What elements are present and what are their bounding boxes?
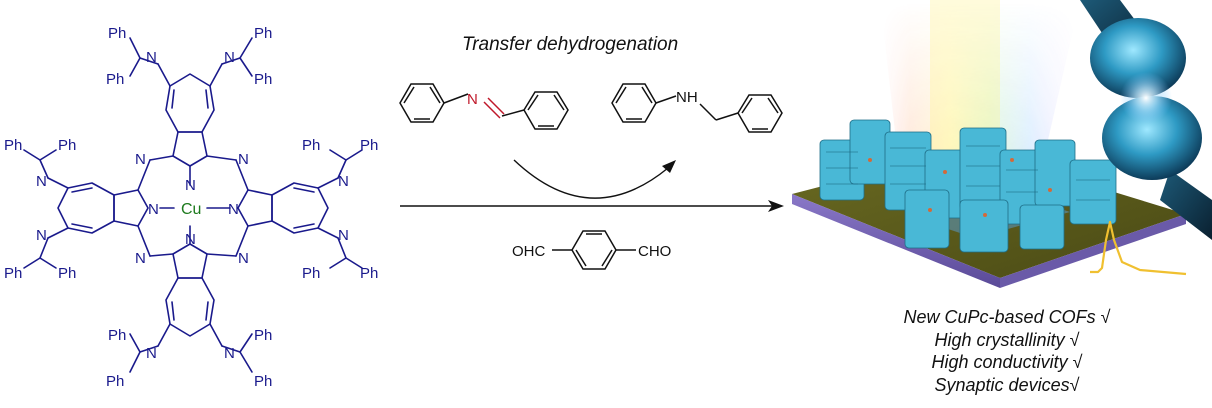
meso-n-4: N bbox=[238, 250, 249, 267]
ph-left-4: Ph bbox=[58, 265, 76, 282]
ph-bottom-4: Ph bbox=[254, 373, 272, 390]
cof-device-illustration bbox=[792, 0, 1212, 288]
ph-right-3: Ph bbox=[302, 265, 320, 282]
transfer-curved-arrow bbox=[513, 159, 669, 199]
core-n-right: N bbox=[228, 201, 239, 218]
imine-n-right-bottom: N bbox=[338, 227, 349, 244]
ph-top-3: Ph bbox=[254, 25, 272, 42]
meso-n-1: N bbox=[135, 151, 146, 168]
achievement-checklist: New CuPc-based COFs √ High crystallinity… bbox=[862, 306, 1152, 396]
amine-product-structure bbox=[611, 83, 783, 133]
core-n-bottom: N bbox=[185, 231, 196, 248]
imine-n-left-top: N bbox=[36, 173, 47, 190]
ph-top-2: Ph bbox=[106, 71, 124, 88]
ph-top-4: Ph bbox=[254, 71, 272, 88]
ph-left-3: Ph bbox=[4, 265, 22, 282]
ph-top-1: Ph bbox=[108, 25, 126, 42]
amine-nh-label: NH bbox=[676, 89, 698, 106]
ph-bottom-1: Ph bbox=[108, 327, 126, 344]
core-n-top: N bbox=[185, 177, 196, 194]
ph-left-2: Ph bbox=[58, 137, 76, 154]
core-n-left: N bbox=[148, 201, 159, 218]
imine-n-label: N bbox=[467, 91, 478, 108]
aldehyde-right-label: CHO bbox=[638, 243, 671, 260]
ph-right-1: Ph bbox=[302, 137, 320, 154]
achievement-item-2: High crystallinity √ bbox=[934, 329, 1080, 350]
imine-n-left-bottom: N bbox=[36, 227, 47, 244]
aldehyde-left-label: OHC bbox=[512, 243, 546, 260]
imine-n-right-top: N bbox=[338, 173, 349, 190]
achievement-item-3: High conductivity √ bbox=[931, 352, 1083, 372]
metal-center-label: Cu bbox=[181, 201, 201, 218]
imine-n-bottom-right: N bbox=[224, 345, 235, 362]
curved-arrowhead bbox=[662, 160, 676, 173]
ph-right-4: Ph bbox=[360, 265, 378, 282]
meso-n-3: N bbox=[135, 250, 146, 267]
imine-n-bottom-left: N bbox=[146, 345, 157, 362]
achievement-item-1: New CuPc-based COFs √ bbox=[903, 307, 1111, 327]
imine-reagent-structure bbox=[399, 83, 569, 130]
meso-n-2: N bbox=[238, 151, 249, 168]
reaction-arrowhead bbox=[768, 200, 784, 212]
imine-n-top-left: N bbox=[146, 49, 157, 66]
terephthalaldehyde-structure bbox=[552, 230, 636, 270]
ph-right-2: Ph bbox=[360, 137, 378, 154]
ph-bottom-2: Ph bbox=[106, 373, 124, 390]
imine-n-top-right: N bbox=[224, 49, 235, 66]
ph-left-1: Ph bbox=[4, 137, 22, 154]
reaction-title: Transfer dehydrogenation bbox=[462, 34, 678, 55]
ph-bottom-3: Ph bbox=[254, 327, 272, 344]
cupc-precursor-structure bbox=[23, 37, 363, 373]
achievement-item-4: Synaptic devices√ bbox=[934, 374, 1080, 395]
